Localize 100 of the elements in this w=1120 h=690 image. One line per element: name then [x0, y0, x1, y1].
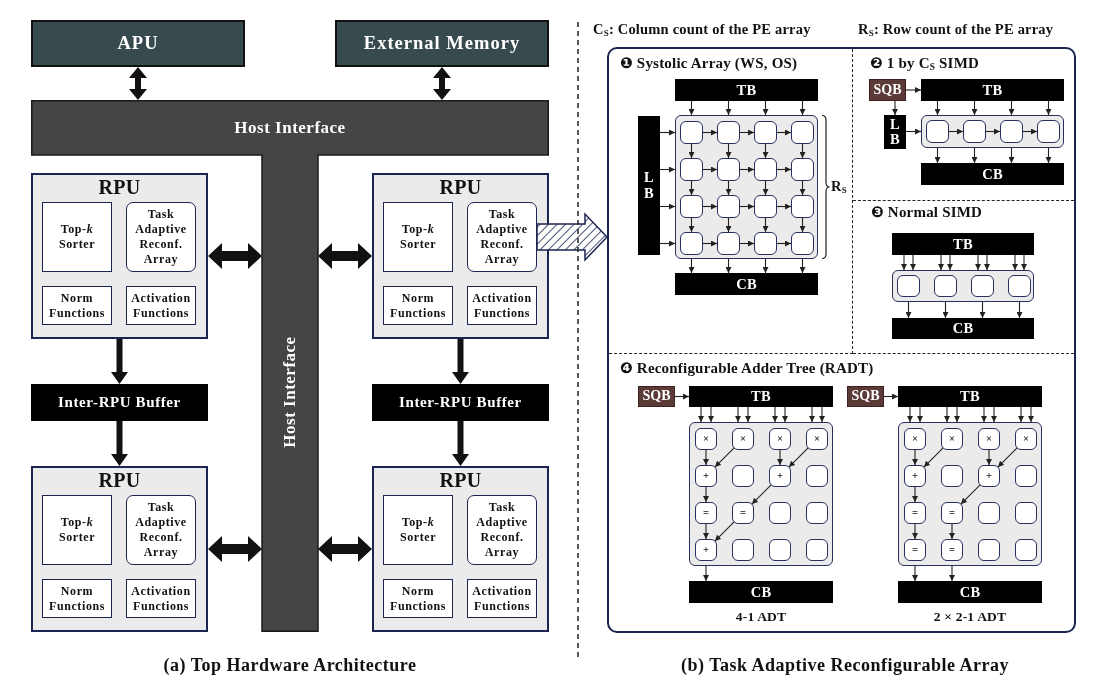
detail-panel: [607, 47, 1076, 633]
pe-cell: [941, 539, 963, 561]
section-heading: ❷ 1 by C$_{S}$ SIMD: [870, 55, 980, 73]
arrow: [688, 258, 695, 274]
module-box: [42, 579, 112, 618]
component-box: [31, 20, 245, 67]
pe-cell: [904, 539, 926, 561]
arrow: [725, 217, 732, 233]
component-box: [335, 20, 549, 67]
pe-cell: [791, 232, 814, 255]
pe-cell: [717, 232, 740, 255]
unit-title: RPU: [98, 469, 141, 492]
arrow: [981, 406, 987, 423]
pe-cell: [732, 539, 754, 561]
pe-cell: [941, 502, 963, 524]
unit-panel: [31, 466, 208, 632]
arrow: [938, 254, 944, 271]
sub-caption: 2 × 2-1 ADT: [933, 609, 1007, 625]
arrow: [1008, 147, 1015, 164]
operator-symbol: +: [986, 470, 992, 482]
arrow: [901, 254, 907, 271]
arrow: [735, 406, 741, 423]
double-arrow: [318, 536, 372, 562]
module-box: [467, 202, 537, 272]
pe-cell: [680, 158, 703, 181]
buffer-label: SQB: [851, 388, 880, 405]
pe-cell: [1015, 539, 1037, 561]
pe-cell: [897, 275, 920, 297]
pe-cell: [904, 465, 926, 487]
arrow: [688, 217, 695, 233]
arrow: [703, 523, 709, 540]
block-arrow: [111, 339, 128, 384]
arrow: [703, 565, 709, 582]
arrow: [883, 393, 899, 400]
definition-note: R$_{S}$: Row count of the PE array: [858, 21, 1054, 38]
arrow: [997, 447, 1018, 468]
sub-caption: 4-1 ADT: [735, 609, 787, 625]
pe-cell: [680, 232, 703, 255]
module-label: Task Adaptive Reconf. Array: [135, 207, 187, 267]
buffer-label: TB: [953, 235, 973, 253]
module-label: Task Adaptive Reconf. Array: [476, 500, 528, 560]
buffer-bar: [898, 386, 1042, 407]
pe-cell: [754, 158, 777, 181]
hatched-arrow: [536, 212, 609, 262]
pe-array-panel: [898, 422, 1042, 566]
pe-cell: [978, 539, 1000, 561]
bracket-label: R$_{S}$: [831, 178, 847, 195]
pe-cell: [717, 195, 740, 218]
pe-cell: [754, 195, 777, 218]
buffer-label: L B: [890, 116, 900, 148]
section-heading: ❹ Reconfigurable Adder Tree (RADT): [620, 360, 874, 378]
unit-panel: [372, 173, 549, 339]
pe-array-panel: [689, 422, 833, 566]
buffer-bar: [689, 386, 833, 407]
pe-array-panel: [892, 270, 1034, 302]
module-label: Activation Functions: [131, 583, 191, 614]
arrow: [762, 100, 769, 116]
pe-cell: [978, 428, 1000, 450]
pe-cell: [717, 121, 740, 144]
arrow: [739, 203, 755, 210]
pe-cell: [791, 195, 814, 218]
arrow: [985, 128, 1001, 135]
pe-cell: [680, 121, 703, 144]
buffer-label: Inter-RPU Buffer: [399, 393, 522, 412]
buffer-label: CB: [736, 275, 757, 293]
arrow: [1016, 301, 1023, 319]
arrow: [739, 129, 755, 136]
pe-cell: [754, 121, 777, 144]
buffer-bar: [675, 273, 818, 295]
buffer-bar: [675, 79, 818, 101]
arrow: [984, 254, 990, 271]
pe-cell: [695, 539, 717, 561]
arrow: [991, 406, 997, 423]
arrow: [762, 258, 769, 274]
figure-caption: (a) Top Hardware Architecture: [163, 655, 417, 676]
arrow: [659, 203, 676, 210]
operator-symbol: ×: [1023, 433, 1029, 445]
double-arrow: [433, 67, 451, 100]
buffer-bar: [884, 115, 906, 149]
arrow: [971, 147, 978, 164]
module-box: [42, 495, 112, 565]
arrow: [917, 406, 923, 423]
pe-cell: [963, 120, 986, 143]
pe-cell: [769, 465, 791, 487]
unit-panel: [372, 466, 549, 632]
operator-symbol: +: [912, 470, 918, 482]
buffer-bar: [892, 318, 1034, 339]
arrow: [905, 128, 922, 135]
operator-symbol: ×: [912, 433, 918, 445]
buffer-bar: [892, 233, 1034, 255]
arrow: [986, 449, 992, 466]
unit-title: RPU: [439, 176, 482, 199]
pe-cell: [791, 121, 814, 144]
arrow: [971, 100, 978, 116]
pe-cell: [769, 428, 791, 450]
pe-cell: [971, 275, 994, 297]
pe-array-panel: [675, 115, 818, 259]
module-label: Top-k Sorter: [58, 515, 96, 545]
pe-cell: [978, 465, 1000, 487]
arrow: [714, 447, 735, 468]
